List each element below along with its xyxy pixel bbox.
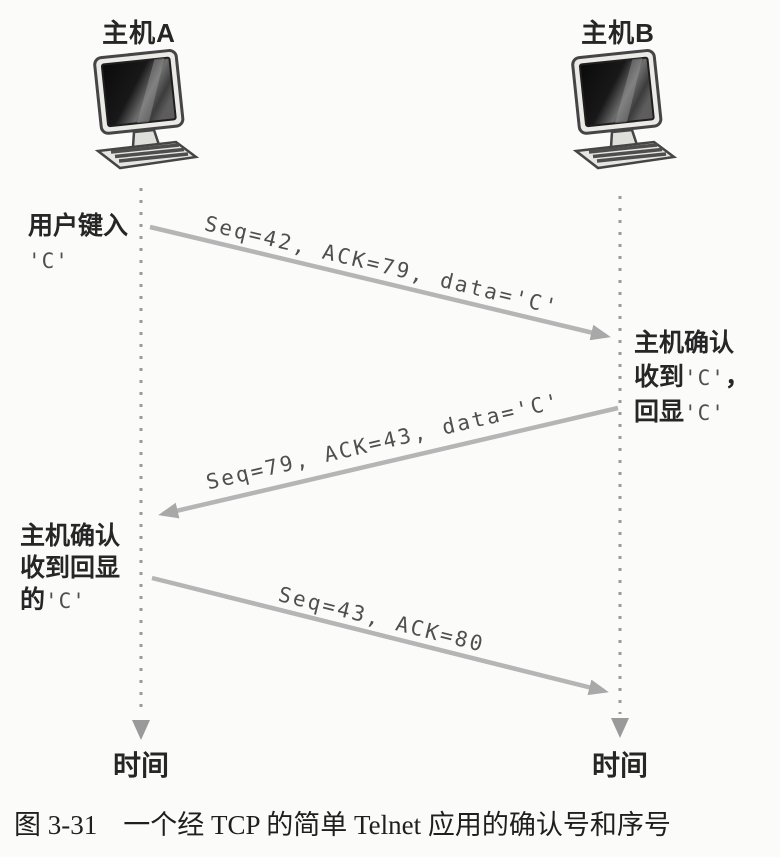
figure-caption: 图 3-31 一个经 TCP 的简单 Telnet 应用的确认号和序号: [14, 803, 671, 842]
host-b-label: 主机B: [581, 18, 655, 48]
figure-number: 图 3-31: [14, 810, 98, 840]
computer-icon-host-a: [92, 48, 198, 170]
message-arrow-1: [149, 224, 611, 341]
annotation-host-b-acks-echoes-c: 主机确认 收到'C'， 回显'C': [634, 326, 750, 430]
annotation-host-a-acks-echoed-c: 主机确认 收到回显 的'C': [20, 520, 120, 617]
annotation-line: 收到回显: [20, 552, 120, 584]
annotation-text: 收到: [634, 363, 685, 391]
message-arrow-3: [151, 575, 609, 696]
annotation-user-types-c: 用户键入 'C': [28, 209, 128, 278]
annotation-text: 'C': [684, 366, 725, 390]
annotation-text: 'C': [28, 249, 69, 273]
annotation-line: 主机确认: [634, 326, 750, 360]
annotation-line: 的'C': [20, 584, 120, 617]
annotation-text: 收到回显: [20, 554, 121, 582]
figure-caption-text: 一个经 TCP 的简单 Telnet 应用的确认号和序号: [123, 810, 671, 840]
annotation-line: 主机确认: [20, 520, 120, 552]
message-label-2: Seq=79, ACK=43, data='C': [204, 389, 563, 495]
message-label-3: Seq=43, ACK=80: [276, 582, 488, 657]
lifeline-arrowhead-host-a: [132, 720, 150, 740]
computer-icon-host-b: [570, 48, 676, 170]
annotation-text: ，: [724, 363, 750, 391]
annotation-line: 收到'C'，: [634, 360, 750, 395]
time-axis-label-host-a: 时间: [112, 750, 169, 781]
annotation-line: 回显'C': [634, 395, 750, 430]
annotation-line: 用户键入: [28, 209, 128, 243]
annotation-text: 'C': [45, 589, 86, 613]
message-label-1: Seq=42, ACK=79, data='C': [202, 211, 561, 319]
annotation-line: 'C': [28, 243, 128, 278]
annotation-text: 主机确认: [634, 329, 735, 357]
message-arrow-2: [158, 405, 619, 519]
annotation-text: 用户键入: [28, 212, 129, 240]
lifeline-arrowhead-host-b: [611, 718, 629, 738]
annotation-text: 的: [20, 586, 46, 614]
annotation-text: 'C': [684, 401, 725, 425]
time-axis-label-host-b: 时间: [591, 750, 648, 781]
annotation-text: 主机确认: [20, 522, 121, 550]
annotation-text: 回显: [634, 398, 685, 426]
host-a-label: 主机A: [102, 18, 176, 48]
